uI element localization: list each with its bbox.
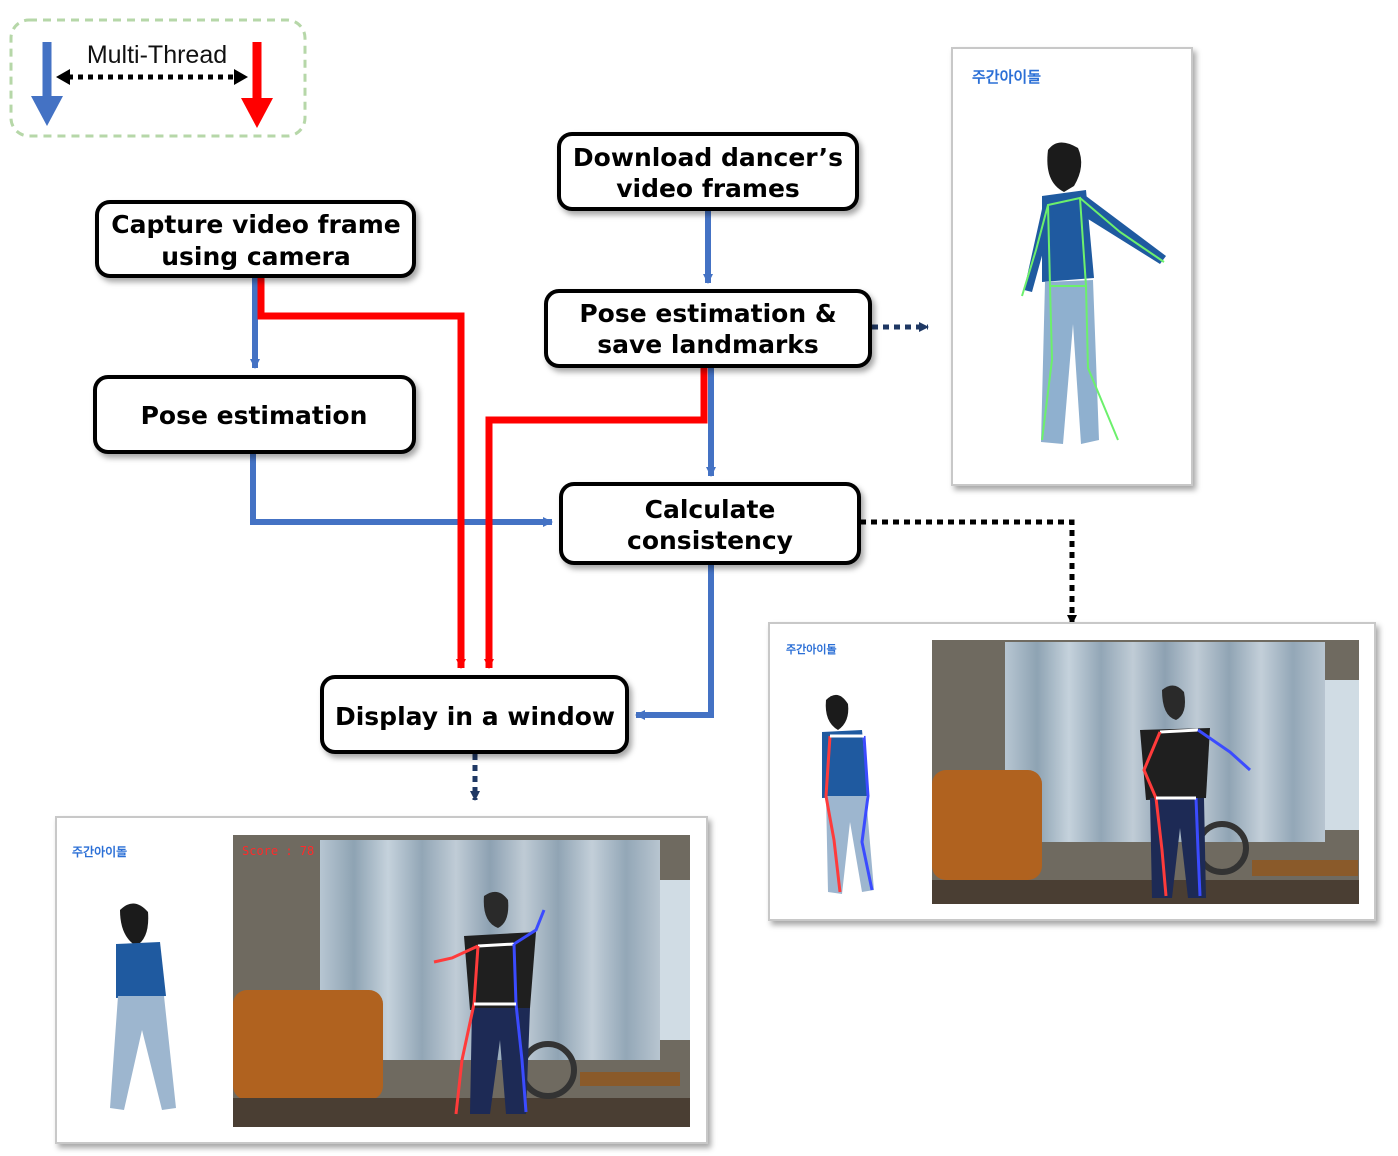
pose-save-line1: Pose estimation & bbox=[579, 299, 836, 328]
calculate-box: Calculate consistency bbox=[559, 482, 861, 565]
arrow-posesave-to-display-red bbox=[484, 366, 708, 669]
display-camera-frame: Score : 78 bbox=[233, 835, 690, 1127]
display-box: Display in a window bbox=[320, 675, 629, 754]
pose-estimation-box: Pose estimation bbox=[93, 375, 416, 454]
legend: Multi-Thread bbox=[9, 18, 307, 138]
arrow-calculate-to-display bbox=[635, 563, 714, 720]
dotted-connectors bbox=[470, 322, 1077, 801]
score-text: Score : 78 bbox=[242, 844, 314, 858]
capture-box: Capture video frame using camera bbox=[95, 200, 416, 278]
legend-label: Multi-Thread bbox=[87, 41, 227, 69]
dancer-figure bbox=[1021, 142, 1166, 444]
panel-logo: 주간아이돌 bbox=[972, 68, 1041, 86]
panel-logo-2: 주간아이돌 bbox=[786, 642, 837, 656]
display-label: Display in a window bbox=[335, 702, 615, 731]
red-connectors bbox=[257, 277, 708, 669]
dotted-calculate-to-panel bbox=[860, 519, 1077, 625]
pose-estimation-label: Pose estimation bbox=[141, 401, 368, 430]
legend-right-arrowhead bbox=[234, 69, 248, 85]
arrow-pose-to-calculate bbox=[250, 452, 553, 527]
panel-logo-3: 주간아이돌 bbox=[72, 844, 127, 859]
legend-red-arrowhead bbox=[241, 98, 273, 128]
display-dancer bbox=[110, 903, 176, 1110]
consistency-panel: 주간아이돌 bbox=[768, 622, 1376, 921]
download-box-line2: video frames bbox=[616, 174, 800, 203]
calculate-line1: Calculate bbox=[645, 495, 776, 524]
consistency-camera-frame bbox=[932, 640, 1359, 904]
legend-blue-arrowhead bbox=[31, 96, 63, 126]
display-window-panel: 주간아이돌 Score : 78 bbox=[55, 816, 708, 1144]
download-box: Download dancer’s video frames bbox=[557, 132, 859, 211]
legend-left-arrowhead bbox=[56, 69, 70, 85]
legend-frame bbox=[9, 18, 307, 138]
consistency-dancer bbox=[822, 694, 874, 894]
pose-save-box: Pose estimation & save landmarks bbox=[544, 289, 872, 368]
download-box-line1: Download dancer’s bbox=[573, 143, 843, 172]
calculate-line2: consistency bbox=[627, 526, 793, 555]
dancer-landmarks-panel: 주간아이돌 bbox=[951, 47, 1193, 486]
pose-save-line2: save landmarks bbox=[597, 330, 819, 359]
capture-box-line2: using camera bbox=[161, 242, 351, 271]
capture-box-line1: Capture video frame bbox=[111, 210, 401, 239]
blue-connectors bbox=[250, 209, 716, 720]
arrow-capture-to-display-red bbox=[257, 277, 466, 669]
